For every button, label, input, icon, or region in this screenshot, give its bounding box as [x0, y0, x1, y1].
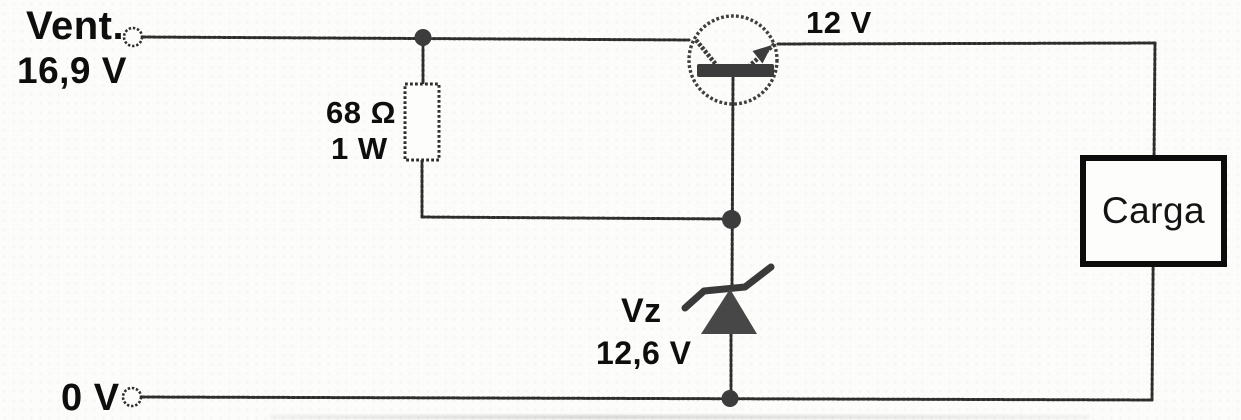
- wire-base-to-zener: [730, 76, 735, 289]
- transistor-emitter-arrow-icon: [752, 45, 772, 64]
- transistor-circle: [687, 14, 779, 106]
- npn-transistor-symbol: [687, 14, 779, 106]
- junction-dot-base-node: [722, 210, 741, 229]
- transistor-base-bar: [697, 64, 774, 77]
- ground-voltage-label: 0 V: [61, 377, 120, 419]
- load-box: Carga: [1080, 155, 1227, 267]
- wire-top-right: [776, 41, 1157, 46]
- junction-dot-resistor-top: [414, 29, 432, 46]
- zener-name-label: Vz: [621, 292, 662, 330]
- zener-diode-symbol: [681, 263, 775, 334]
- resistor-power-label: 1 W: [331, 131, 388, 166]
- wire-bottom-rail: [140, 395, 1154, 402]
- resistor-symbol: [403, 82, 441, 162]
- zener-anode-triangle: [701, 289, 757, 334]
- load-label: Carga: [1101, 190, 1206, 231]
- junction-dot-ground-node: [721, 390, 739, 407]
- input-terminal-icon: [122, 26, 144, 48]
- ground-terminal-icon: [121, 386, 143, 408]
- input-voltage-label: 16,9 V: [17, 50, 127, 91]
- transistor-collector-line: [694, 38, 720, 69]
- output-voltage-label: 12 V: [806, 5, 872, 40]
- junction-dots: [414, 29, 741, 407]
- zener-cathode-bar: [681, 263, 775, 312]
- input-name-label: Vent.: [26, 4, 125, 48]
- wire-resistor-to-base: [420, 215, 733, 221]
- scan-artifact: [270, 415, 1090, 419]
- resistor-value-label: 68 Ω: [326, 95, 396, 130]
- zener-voltage-label: 12,6 V: [596, 335, 692, 371]
